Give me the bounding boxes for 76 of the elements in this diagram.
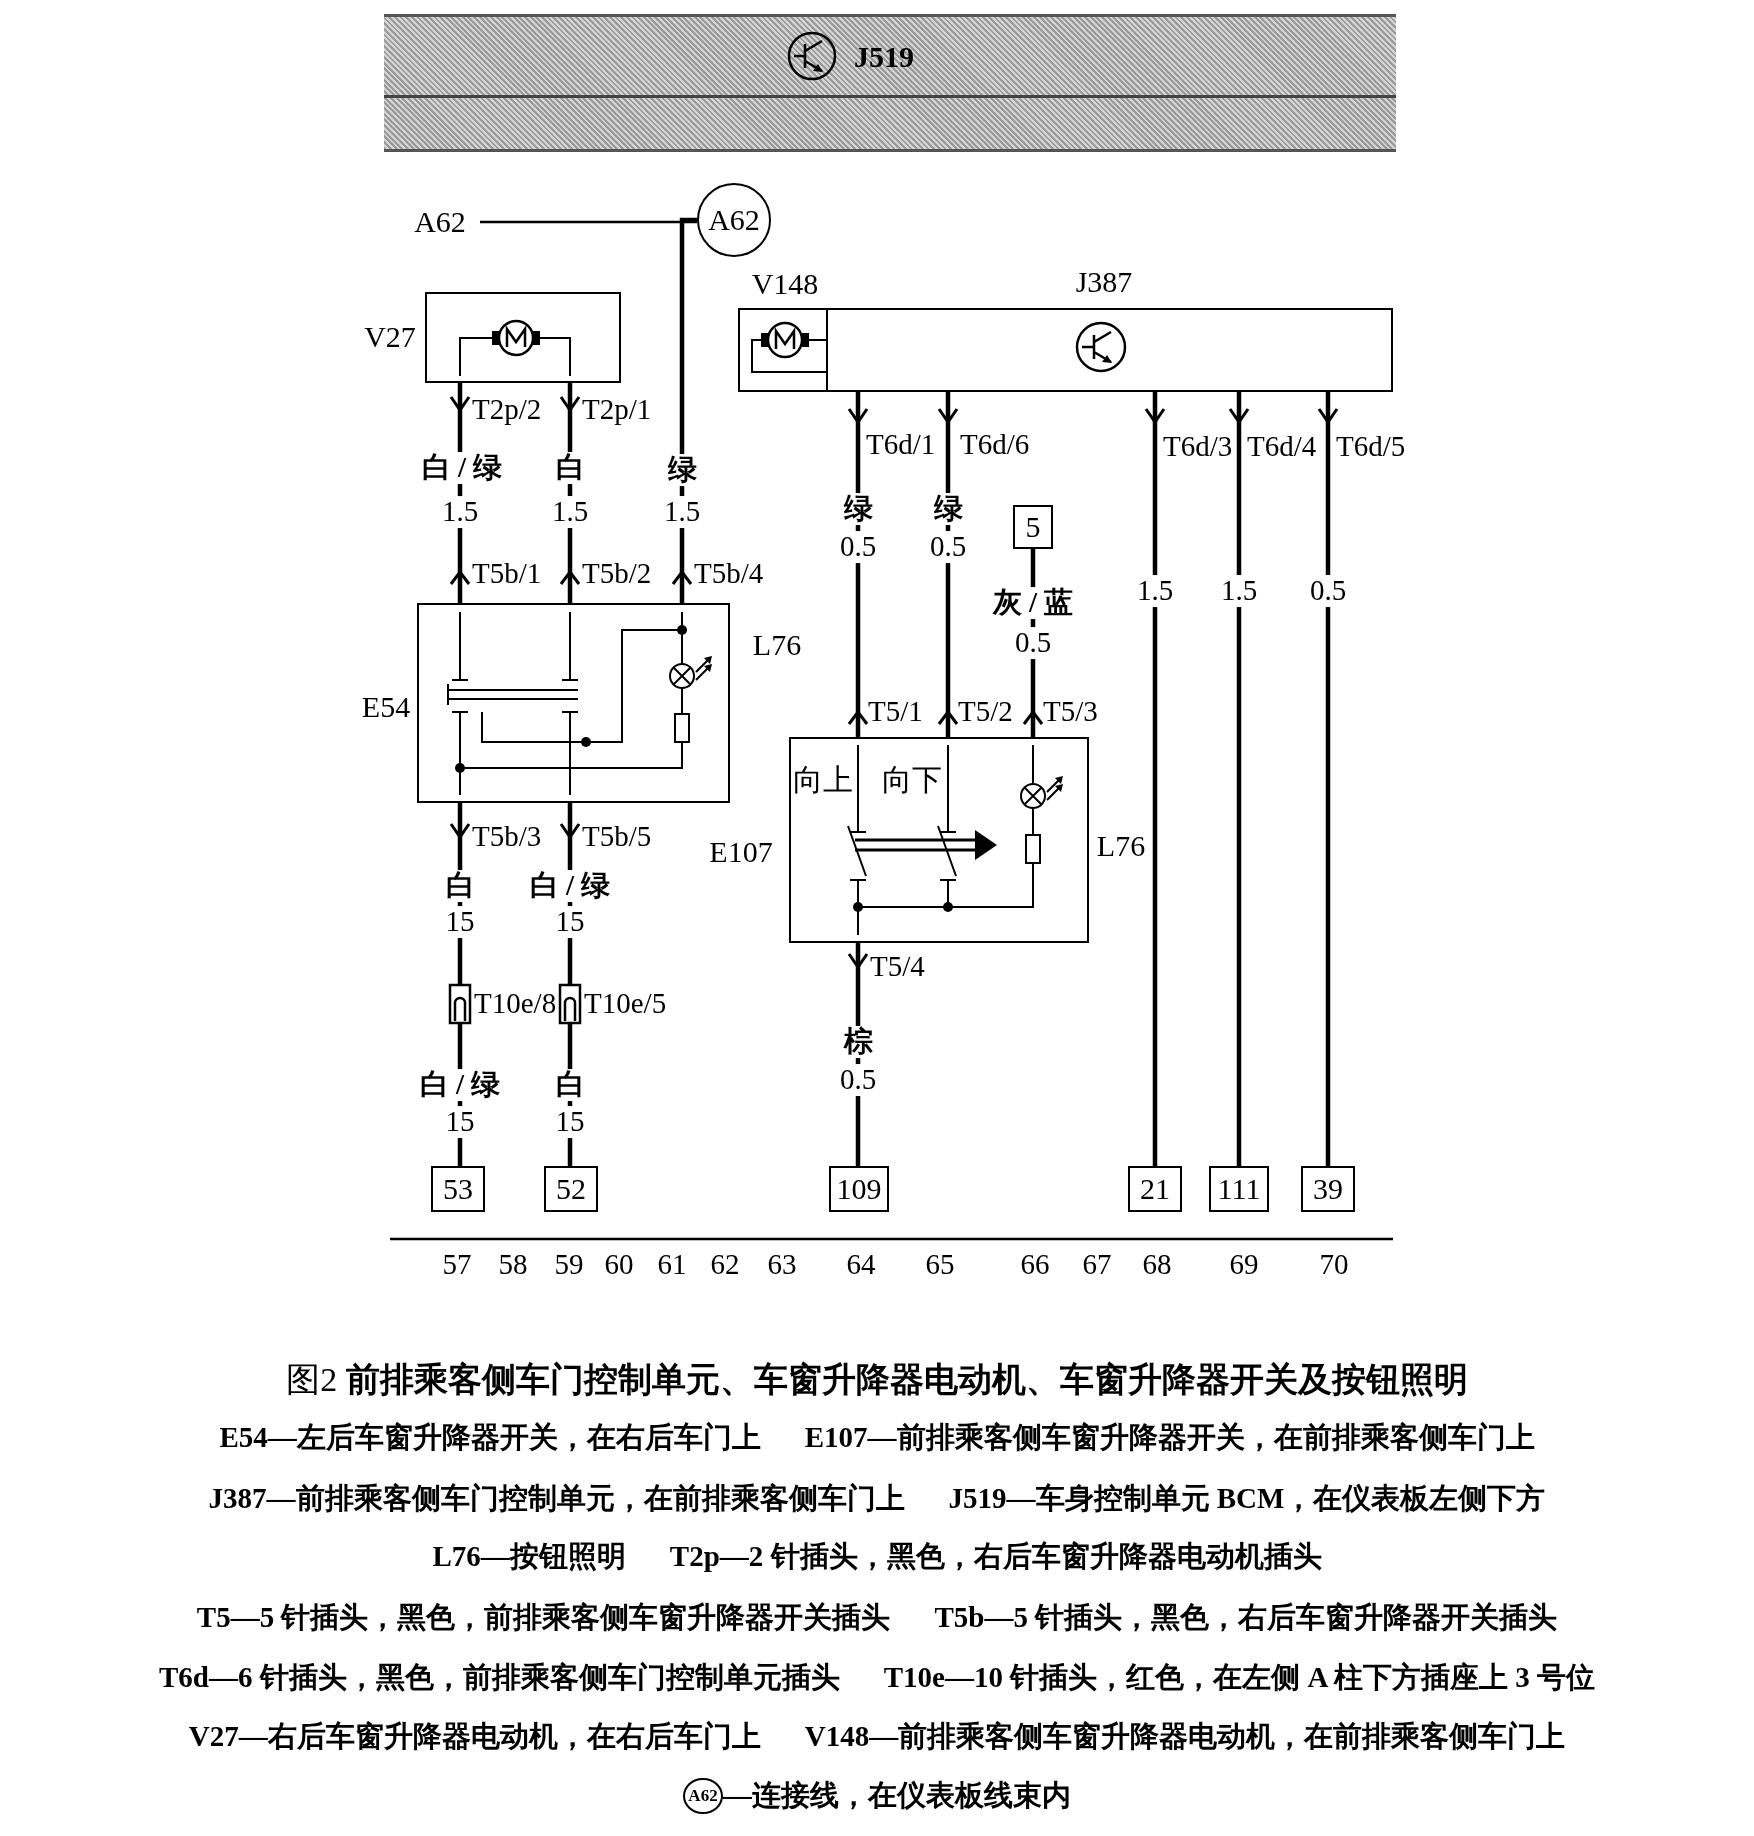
grid-number: 57 [442,1249,472,1281]
pin-label: T6d/4 [1247,431,1317,463]
wire-spec-label: 灰 / 蓝 [990,587,1076,619]
legend-entry: L76—按钮照明 [432,1539,626,1574]
connector-circle: A62 [697,183,771,257]
legend-entry: J387—前排乘客侧车门控制单元，在前排乘客侧车门上 [208,1481,905,1516]
switch-label: 向上 [793,762,853,796]
terminal-number: 39 [1301,1166,1355,1212]
pin-label: T10e/8 [474,988,557,1020]
pin-label: T5/2 [958,696,1013,728]
figure-caption: 图2 前排乘客侧车门控制单元、车窗升降器电动机、车窗升降器开关及按钮照明 [286,1361,1468,1399]
grid-number: 65 [925,1249,955,1281]
switch-label: 向下 [882,762,942,796]
component-label: E107 [709,834,773,868]
component-label: L76 [752,627,802,661]
grid-number: 63 [767,1249,797,1281]
terminal-number: 111 [1209,1166,1269,1212]
legend-entry: J519—车身控制单元 BCM，在仪表板左侧下方 [948,1481,1546,1516]
pin-label: T5/1 [868,696,923,728]
module-label: J519 [854,39,914,73]
pin-label: T5b/4 [694,558,764,590]
component-label: J387 [1075,264,1133,298]
grid-number: 60 [604,1249,634,1281]
pin-label: T5b/1 [472,558,542,590]
pin-label: T5b/3 [472,821,542,853]
wire-spec-label: 绿 [665,454,699,486]
legend-entry: E54—左后车窗升降器开关，在右后车门上 [219,1420,761,1455]
grid-number: 70 [1319,1249,1349,1281]
grid-number: 62 [710,1249,740,1281]
legend-entry: T2p—2 针插头，黑色，右后车窗升降器电动机插头 [669,1539,1322,1574]
pin-label: T5b/2 [582,558,652,590]
header-band [384,14,1396,152]
grid-number: 58 [498,1249,528,1281]
component-label: V148 [751,266,819,300]
grid-number: 59 [554,1249,584,1281]
terminal-number: 52 [544,1166,598,1212]
wire [1325,392,1331,1166]
legend-entry: E107—前排乘客侧车窗升降器开关，在前排乘客侧车门上 [804,1420,1535,1455]
connection-label: A62 [400,204,480,240]
grid-number: 66 [1020,1249,1050,1281]
connector-code: A62 [683,1778,723,1814]
pin-label: T6d/1 [866,429,936,461]
grid-number: 67 [1082,1249,1112,1281]
legend-entry: V148—前排乘客侧车窗升降器电动机，在前排乘客侧车门上 [804,1719,1566,1754]
pin-label: T5/3 [1043,696,1098,728]
pin-label: T10e/5 [584,988,667,1020]
component-label: L76 [1096,828,1146,862]
terminal-number: 53 [431,1166,485,1212]
terminal-number: 109 [829,1166,889,1212]
pin-label: T6d/6 [960,429,1030,461]
legend-entry: T6d—6 针插头，黑色，前排乘客侧车门控制单元插头 [158,1660,840,1695]
grid-number: 61 [657,1249,687,1281]
pin-label: T6d/5 [1336,431,1406,463]
pin-label: T2p/1 [582,394,652,426]
wire-spec-label: 棕 [841,1026,875,1058]
legend-entry: V27—右后车窗升降器电动机，在右后车门上 [188,1719,761,1754]
grid-number: 68 [1142,1249,1172,1281]
pin-label: T5b/5 [582,821,652,853]
wire [480,220,697,224]
wire [1152,392,1158,1166]
legend-entry: T5—5 针插头，黑色，前排乘客侧车窗升降器开关插头 [196,1600,891,1635]
legend-entry: —连接线，在仪表板线束内 [722,1778,1071,1813]
pin-label: T2p/2 [472,394,542,426]
pin-label: T5/4 [870,951,925,983]
grid-number: 64 [846,1249,876,1281]
terminal-number: 21 [1128,1166,1182,1212]
legend-entry: T10e—10 针插头，红色，在左侧 A 柱下方插座上 3 号位 [883,1660,1595,1695]
component-label: E54 [361,689,411,723]
pin-label: T6d/3 [1163,431,1233,463]
wire-spec-label: 绿 [931,493,965,525]
terminal-number: 5 [1013,505,1053,549]
component-label: V27 [364,319,416,353]
legend-entry: T5b—5 针插头，黑色，右后车窗升降器开关插头 [934,1600,1558,1635]
wire [1236,392,1242,1166]
wire-spec-label: 绿 [841,493,875,525]
grid-number: 69 [1229,1249,1259,1281]
